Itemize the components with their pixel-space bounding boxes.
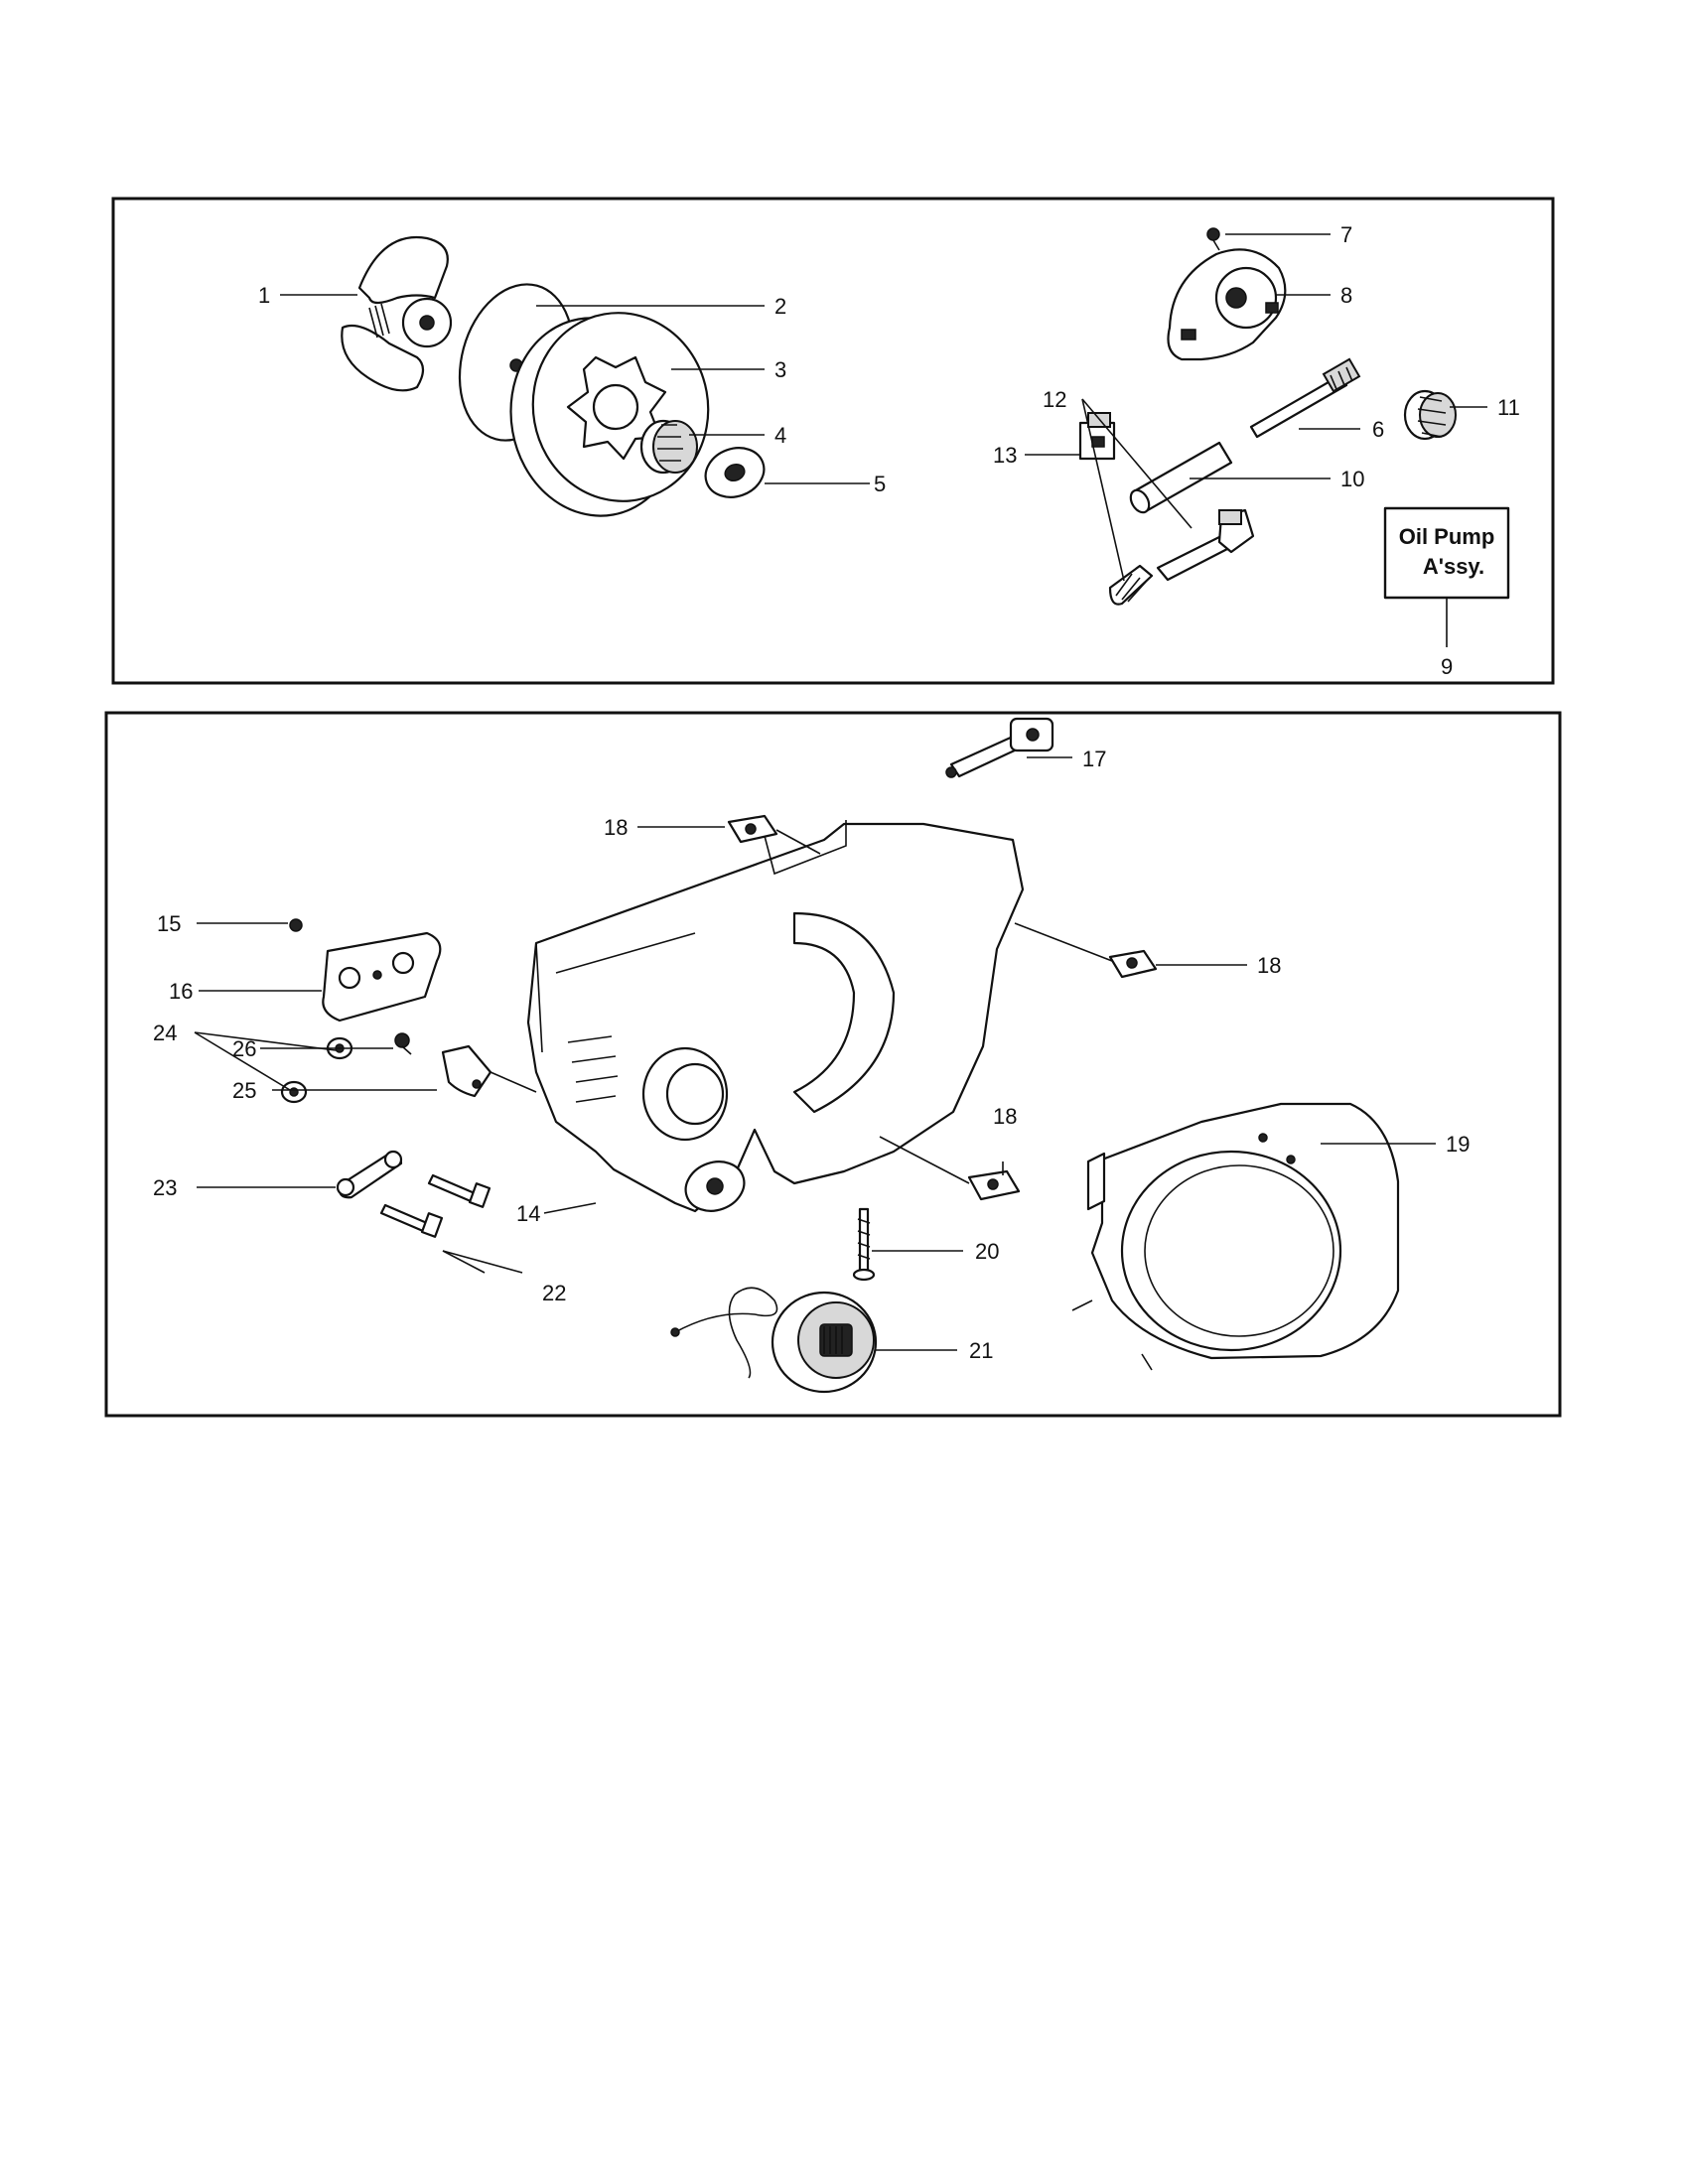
- part-16-bar-plate: [322, 931, 442, 1023]
- callout-1: 1: [258, 283, 270, 308]
- part-20-bolt: [852, 1207, 876, 1282]
- oil-pump-assy-box: Oil Pump A'ssy.: [1383, 506, 1510, 600]
- part-13-clip: [1078, 412, 1116, 461]
- oil-pump-assy-line2: A'ssy.: [1423, 554, 1484, 579]
- part-18-nut-c: [967, 1169, 1021, 1201]
- part-1-clutch-shoes: [341, 235, 453, 392]
- callout-11: 11: [1497, 395, 1520, 420]
- part-15-screw: [289, 918, 303, 932]
- callout-numbers: 1 2 3 4 5 7 8 6 11 13 10 12 9 17 18 18 1…: [153, 222, 1520, 1363]
- part-22-bolt-a: [427, 1173, 491, 1208]
- oil-pump-assy-line1: Oil Pump: [1399, 524, 1495, 549]
- callout-9: 9: [1441, 654, 1453, 679]
- upper-panel-frame: [111, 197, 1555, 685]
- callout-22: 22: [542, 1281, 566, 1305]
- part-26-screw: [394, 1032, 412, 1055]
- part-4-needle-bearing: [639, 419, 698, 475]
- part-17-chain-adjuster: [945, 717, 1054, 778]
- callout-20: 20: [975, 1239, 999, 1264]
- callout-12: 12: [1043, 387, 1066, 412]
- callout-18-right: 18: [1257, 953, 1281, 978]
- callout-15: 15: [157, 911, 181, 936]
- part-21-starter-pulley: [670, 1287, 878, 1394]
- part-14-sprocket-cover: [526, 820, 1025, 1213]
- part-18-nut-b: [1108, 949, 1158, 979]
- callout-8: 8: [1340, 283, 1352, 308]
- part-6-pump-plunger: [1249, 357, 1361, 439]
- leader-lines: [194, 233, 1487, 1351]
- part-22-bolt-b: [379, 1203, 444, 1238]
- part-23-plate: [336, 1150, 403, 1199]
- part-8-oil-pump-cover: [1167, 248, 1287, 361]
- callout-6: 6: [1372, 417, 1384, 442]
- callout-24: 24: [153, 1021, 177, 1045]
- callout-21: 21: [969, 1338, 993, 1363]
- part-11-worm-gear: [1403, 389, 1457, 441]
- callout-25: 25: [232, 1078, 256, 1103]
- part-24-nut-b: [280, 1080, 308, 1104]
- callout-18-lower: 18: [993, 1104, 1017, 1129]
- callout-3: 3: [774, 357, 786, 382]
- part-19-starter-cover: [1071, 1102, 1400, 1371]
- lower-panel-frame: [104, 711, 1562, 1418]
- callout-18-top: 18: [604, 815, 628, 840]
- callout-17: 17: [1082, 747, 1106, 771]
- callout-16: 16: [169, 979, 193, 1004]
- part-7-screw: [1206, 227, 1220, 251]
- callout-4: 4: [774, 423, 786, 448]
- part-10-oil-tube: [1129, 441, 1233, 514]
- callout-26: 26: [232, 1036, 256, 1061]
- callout-2: 2: [774, 294, 786, 319]
- callout-19: 19: [1446, 1132, 1470, 1157]
- part-5-washer: [704, 447, 766, 498]
- callout-14: 14: [516, 1201, 540, 1226]
- callout-7: 7: [1340, 222, 1352, 247]
- callout-23: 23: [153, 1175, 177, 1200]
- part-18-nut-a: [727, 814, 778, 844]
- part-25-bumper-spike: [441, 1044, 492, 1098]
- callout-5: 5: [874, 472, 886, 496]
- part-12-oil-filter: [1108, 508, 1255, 606]
- callout-10: 10: [1340, 467, 1364, 491]
- callout-13: 13: [993, 443, 1017, 468]
